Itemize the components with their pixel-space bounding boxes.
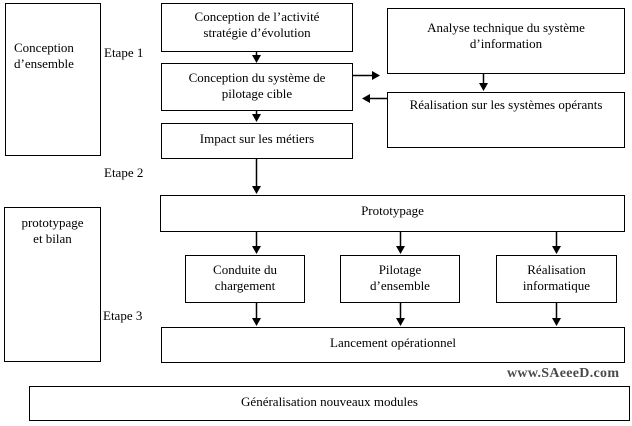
stage-label-etape-3: Etape 3 bbox=[103, 308, 143, 323]
arrow-prototypage-to-realisation-info-icon bbox=[552, 232, 561, 254]
box-prototypage: Prototypage bbox=[160, 195, 625, 232]
watermark-text: www.SAeeeD.com bbox=[507, 366, 620, 381]
box-lancement-operationnel: Lancement opérationnel bbox=[161, 327, 625, 363]
stage-label-etape-2: Etape 2 bbox=[104, 165, 144, 180]
box-pilotage-ensemble: Pilotage d’ensemble bbox=[340, 255, 460, 303]
box-realisation-informatique: Réalisation informatique bbox=[496, 255, 617, 303]
box-conception-ensemble: Conception d’ensemble bbox=[5, 3, 101, 156]
arrow-prototypage-to-pilotage-ensemble-icon bbox=[396, 232, 405, 254]
box-conception-pilotage-cible: Conception du système de pilotage cible bbox=[161, 63, 353, 111]
arrow-pilotage-cible-to-analyse-icon bbox=[353, 71, 380, 80]
arrow-pilotage-cible-to-impact-icon bbox=[252, 111, 261, 122]
box-conduite-chargement: Conduite du chargement bbox=[185, 255, 305, 303]
arrow-prototypage-to-conduite-icon bbox=[252, 232, 261, 254]
arrow-realisation-sys-to-pilotage-cible-icon bbox=[362, 94, 388, 103]
box-generalisation-modules: Généralisation nouveaux modules bbox=[29, 386, 630, 421]
box-impact-metiers: Impact sur les métiers bbox=[161, 123, 353, 159]
stage-label-etape-1: Etape 1 bbox=[104, 45, 144, 60]
box-analyse-technique: Analyse technique du système d’informati… bbox=[387, 8, 625, 74]
arrow-impact-to-prototypage-icon bbox=[252, 159, 261, 194]
arrow-activite-to-pilotage-cible-icon bbox=[252, 52, 261, 63]
box-prototypage-bilan: prototypage et bilan bbox=[4, 207, 101, 362]
arrow-conduite-to-lancement-icon bbox=[252, 303, 261, 326]
box-realisation-systemes-operants: Réalisation sur les systèmes opérants bbox=[387, 92, 625, 148]
box-conception-activite: Conception de l’activité stratégie d’évo… bbox=[161, 3, 353, 52]
arrow-pilotage-ensemble-to-lancement-icon bbox=[396, 303, 405, 326]
arrow-realisation-info-to-lancement-icon bbox=[552, 303, 561, 326]
arrow-analyse-to-realisation-sys-icon bbox=[479, 74, 488, 91]
